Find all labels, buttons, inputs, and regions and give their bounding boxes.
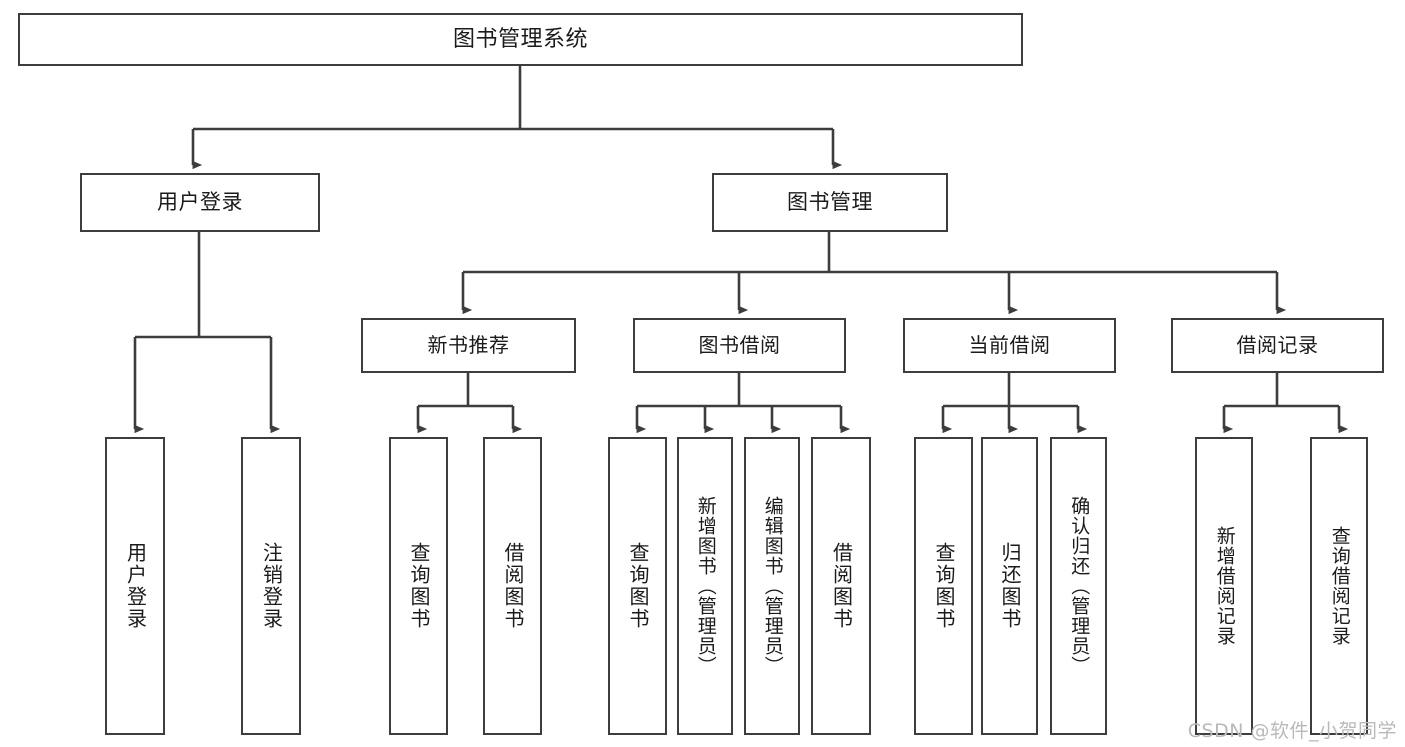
leaf-label: 新增图书（管理员）: [694, 496, 717, 676]
leaf-label: 查询借阅记录: [1328, 526, 1351, 646]
leaf-borrow-book-recommend[interactable]: 借阅图书: [483, 437, 542, 735]
leaf-label: 查询图书: [407, 542, 431, 630]
node-label: 图书管理: [787, 190, 873, 215]
node-label: 新书推荐: [427, 333, 510, 357]
leaf-label: 借阅图书: [829, 542, 854, 630]
leaf-label: 归还图书: [998, 542, 1022, 630]
leaf-query-borrow-record[interactable]: 查询借阅记录: [1310, 437, 1368, 735]
node-label: 图书管理系统: [452, 26, 588, 52]
node-label: 图书借阅: [698, 333, 781, 357]
node-user-login[interactable]: 用户登录: [80, 173, 320, 232]
leaf-edit-book-admin[interactable]: 编辑图书（管理员）: [744, 437, 800, 735]
node-label: 当前借阅: [968, 333, 1051, 357]
leaf-user-login[interactable]: 用户登录: [105, 437, 165, 735]
leaf-query-book-current[interactable]: 查询图书: [914, 437, 973, 735]
node-current-borrow[interactable]: 当前借阅: [903, 318, 1116, 373]
leaf-label: 用户登录: [123, 542, 148, 630]
node-label: 借阅记录: [1236, 333, 1319, 357]
leaf-add-borrow-record[interactable]: 新增借阅记录: [1195, 437, 1253, 735]
leaf-label: 查询图书: [932, 542, 956, 630]
leaf-label: 确认归还（管理员）: [1068, 496, 1091, 676]
leaf-label: 编辑图书（管理员）: [761, 496, 784, 676]
node-book-borrow[interactable]: 图书借阅: [633, 318, 846, 373]
node-root-system[interactable]: 图书管理系统: [18, 13, 1023, 66]
node-book-management[interactable]: 图书管理: [712, 173, 948, 232]
leaf-add-book-admin[interactable]: 新增图书（管理员）: [677, 437, 733, 735]
node-borrow-record[interactable]: 借阅记录: [1171, 318, 1384, 373]
leaf-query-book[interactable]: 查询图书: [608, 437, 667, 735]
leaf-query-book-recommend[interactable]: 查询图书: [389, 437, 448, 735]
leaf-label: 查询图书: [626, 542, 650, 630]
leaf-label: 注销登录: [259, 542, 284, 630]
leaf-confirm-return-admin[interactable]: 确认归还（管理员）: [1050, 437, 1107, 735]
leaf-label: 新增借阅记录: [1213, 526, 1236, 646]
leaf-borrow-book[interactable]: 借阅图书: [811, 437, 871, 735]
node-label: 用户登录: [157, 190, 243, 215]
leaf-return-book[interactable]: 归还图书: [981, 437, 1038, 735]
leaf-logout[interactable]: 注销登录: [241, 437, 301, 735]
node-new-book-recommend[interactable]: 新书推荐: [361, 318, 576, 373]
leaf-label: 借阅图书: [501, 542, 525, 630]
